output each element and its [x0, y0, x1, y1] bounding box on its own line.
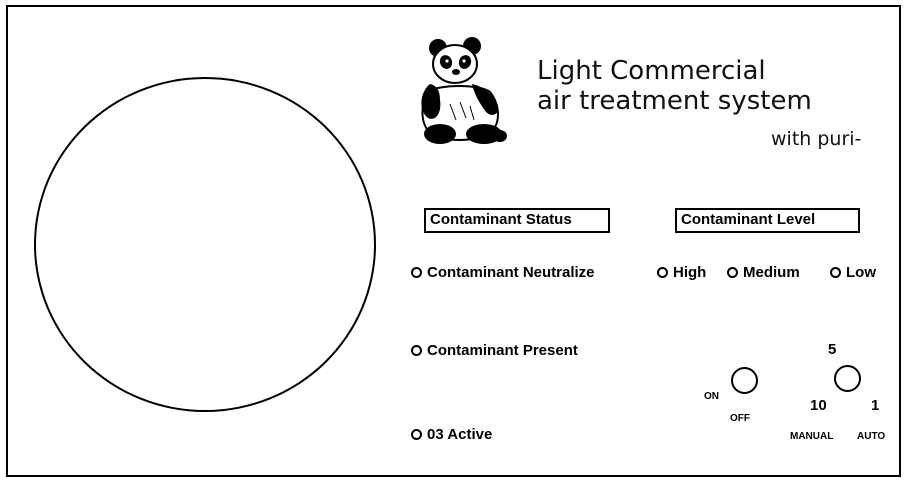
title-line-2: air treatment system	[537, 86, 812, 116]
large-dial[interactable]	[34, 77, 376, 412]
indicator-label: Medium	[743, 264, 800, 281]
indicator-label: Low	[846, 264, 876, 281]
indicator-level-medium: Medium	[727, 264, 800, 281]
title-line-1: Light Commercial	[537, 56, 766, 86]
mode-dial-label-1: 1	[871, 397, 880, 414]
power-off-label: OFF	[730, 413, 750, 424]
indicator-light-icon	[727, 267, 738, 278]
indicator-label: Contaminant Present	[427, 342, 578, 359]
subtitle: with puri-	[771, 128, 862, 150]
indicator-light-icon	[411, 267, 422, 278]
power-knob[interactable]	[731, 367, 758, 394]
panda-logo-icon	[410, 34, 510, 146]
indicator-label: High	[673, 264, 707, 281]
indicator-label: 03 Active	[427, 426, 493, 443]
indicator-light-icon	[411, 345, 422, 356]
indicator-level-high: High	[657, 264, 706, 281]
power-on-label: ON	[704, 391, 719, 402]
mode-auto-label: AUTO	[857, 431, 886, 442]
indicator-contaminant-present: Contaminant Present	[411, 342, 578, 359]
indicator-light-icon	[411, 429, 422, 440]
mode-dial-label-10: 10	[810, 397, 827, 414]
indicator-level-low: Low	[830, 264, 876, 281]
indicator-light-icon	[830, 267, 841, 278]
control-panel	[6, 5, 901, 477]
contaminant-status-heading: Contaminant Status	[424, 208, 610, 233]
indicator-03-active: 03 Active	[411, 426, 492, 443]
indicator-contaminant-neutralize: Contaminant Neutralize	[411, 264, 595, 281]
indicator-light-icon	[657, 267, 668, 278]
mode-manual-label: MANUAL	[790, 431, 834, 442]
mode-dial-label-5: 5	[828, 341, 837, 358]
indicator-label: Contaminant Neutralize	[427, 264, 595, 281]
contaminant-level-heading: Contaminant Level	[675, 208, 860, 233]
mode-dial-knob[interactable]	[834, 365, 861, 392]
